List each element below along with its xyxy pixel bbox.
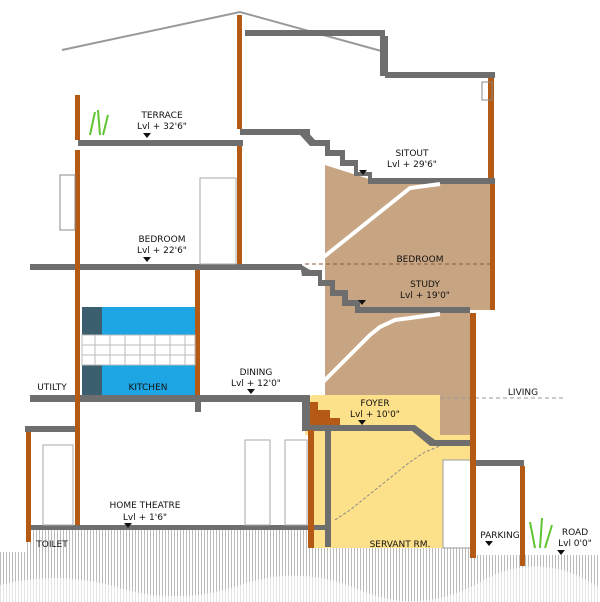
home-theatre-label: HOME THEATRE bbox=[109, 501, 180, 511]
sitout-level: Lvl + 29'6" bbox=[387, 160, 437, 170]
parking-label: PARKING bbox=[480, 531, 520, 541]
road-plant bbox=[529, 517, 553, 549]
road-level: Lvl 0'0" bbox=[558, 539, 592, 549]
roof bbox=[61, 10, 386, 53]
terrace-label: TERRACE bbox=[140, 111, 183, 121]
bedroom-mid-label: BEDROOM bbox=[397, 255, 444, 265]
roof-slab bbox=[245, 30, 385, 36]
bedroom-upper-level: Lvl + 22'6" bbox=[137, 246, 187, 256]
terrace-level: Lvl + 32'6" bbox=[137, 122, 187, 132]
study-level: Lvl + 19'0" bbox=[400, 291, 450, 301]
servant-stair bbox=[334, 445, 441, 521]
side-window bbox=[59, 174, 76, 231]
louver-window-1 bbox=[244, 439, 271, 526]
kitchen-cabinets bbox=[81, 307, 196, 395]
level-markers bbox=[124, 133, 565, 555]
kitchen-label: KITCHEN bbox=[129, 383, 168, 393]
roof-parapet bbox=[380, 36, 388, 76]
lower-stair bbox=[308, 312, 441, 397]
foyer-label: FOYER bbox=[360, 399, 389, 409]
study-label: STUDY bbox=[410, 280, 440, 290]
dining-level: Lvl + 12'0" bbox=[231, 379, 281, 389]
bedroom-upper-label: BEDROOM bbox=[139, 235, 186, 245]
servant-door bbox=[442, 459, 472, 549]
sitout-window bbox=[481, 81, 493, 101]
utility-label: UTILTY bbox=[37, 383, 67, 393]
ground-wave bbox=[0, 566, 600, 602]
foyer-steps bbox=[308, 402, 340, 425]
servant-label: SERVANT RM. bbox=[370, 540, 431, 550]
terrace-plant bbox=[89, 109, 109, 136]
toilet-label: TOILET bbox=[35, 540, 68, 550]
louver-window-2 bbox=[284, 439, 308, 526]
bedroom-door bbox=[199, 177, 237, 265]
living-label: LIVING bbox=[508, 388, 538, 398]
foyer-level: Lvl + 10'0" bbox=[350, 410, 400, 420]
toilet-door bbox=[42, 444, 74, 526]
roof-slab-right bbox=[385, 72, 495, 78]
home-theatre-level: Lvl + 1'6" bbox=[123, 513, 167, 523]
slabs bbox=[25, 129, 524, 547]
columns bbox=[26, 15, 525, 566]
upper-stair bbox=[308, 182, 441, 270]
stair-zone bbox=[325, 165, 490, 440]
road-label: ROAD bbox=[562, 528, 588, 538]
sitout-label: SITOUT bbox=[395, 149, 429, 159]
dining-label: DINING bbox=[240, 368, 273, 378]
